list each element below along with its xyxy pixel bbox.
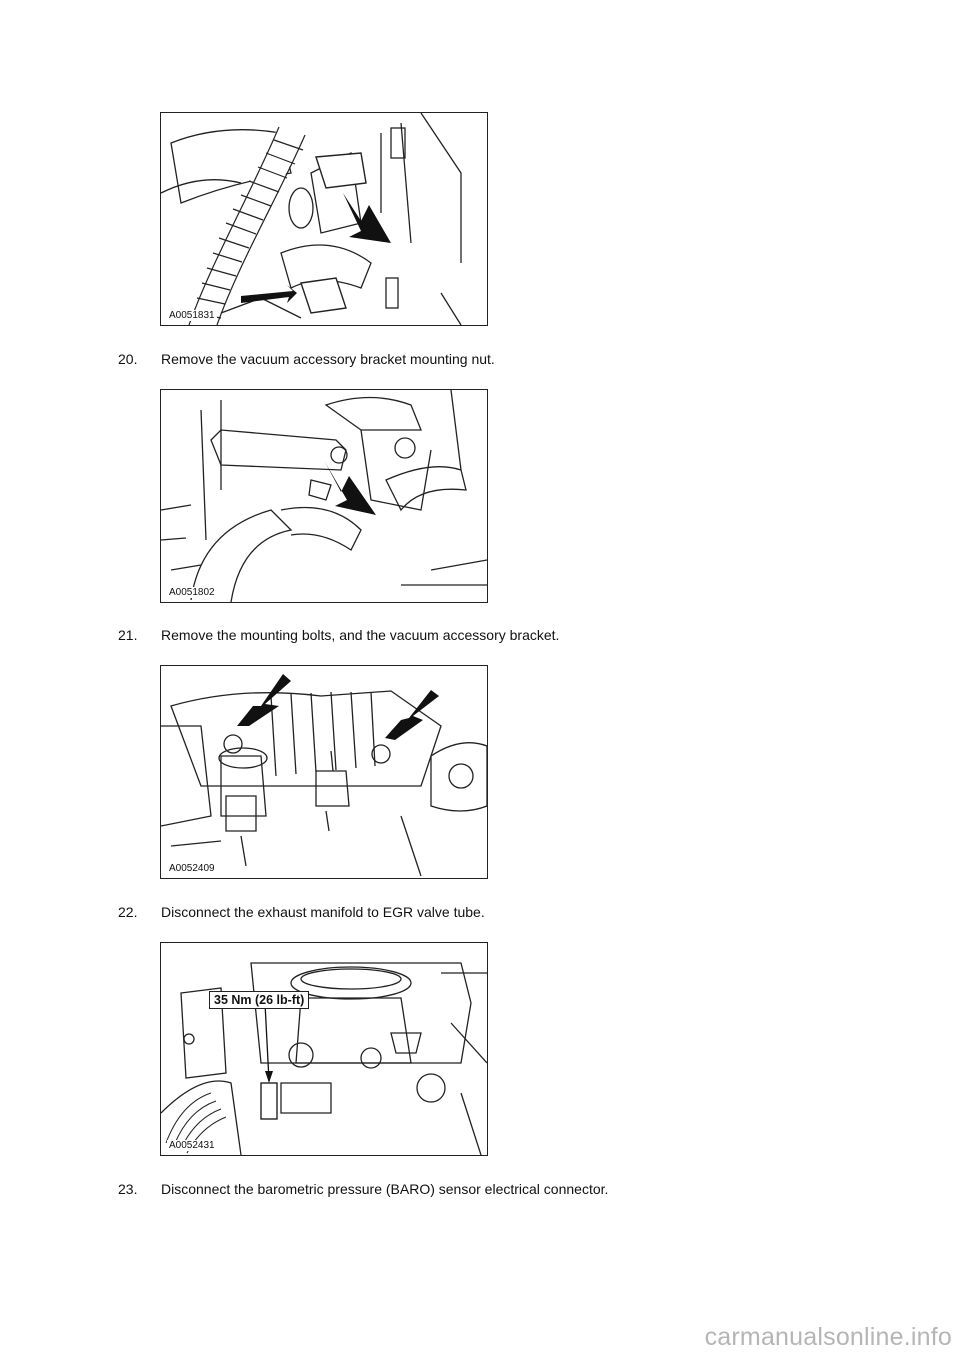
step-23: 23. Disconnect the barometric pressure (B… [118, 1180, 608, 1198]
step-20: 20. Remove the vacuum accessory bracket m… [118, 350, 495, 368]
figure-a0051831: A0051831 [160, 112, 488, 326]
step-number: 21. [118, 627, 138, 643]
egr-valve-tube-illustration [161, 962, 487, 1155]
figure-a0052409: A0052409 [160, 665, 488, 879]
step-21: 21. Remove the mounting bolts, and the va… [118, 626, 559, 644]
figure-id: A0051802 [167, 587, 217, 598]
hose-connectors-illustration [161, 113, 462, 325]
step-number: 23. [118, 1181, 138, 1197]
step-number: 22. [118, 904, 138, 920]
watermark: carmanualsonline.info [704, 1323, 952, 1351]
figure-a0051802: A0051802 [160, 389, 488, 603]
torque-callout: 35 Nm (26 lb-ft) [209, 991, 310, 1009]
figure-a0052431: 35 Nm (26 lb-ft) A0052431 [160, 942, 488, 1156]
step-text: Remove the vacuum accessory bracket moun… [161, 351, 495, 367]
step-number: 20. [118, 351, 138, 367]
step-text: Remove the mounting bolts, and the vacuu… [161, 627, 560, 643]
step-text: Disconnect the barometric pressure (BARO… [161, 1181, 609, 1197]
step-text: Disconnect the exhaust manifold to EGR v… [161, 904, 485, 920]
step-22: 22. Disconnect the exhaust manifold to EG… [118, 903, 485, 921]
bracket-nut-illustration [161, 390, 487, 602]
figure-id: A0051831 [167, 310, 217, 321]
mounting-bolts-illustration [161, 674, 487, 877]
figure-id: A0052431 [167, 1140, 217, 1151]
figure-id: A0052409 [167, 863, 217, 874]
